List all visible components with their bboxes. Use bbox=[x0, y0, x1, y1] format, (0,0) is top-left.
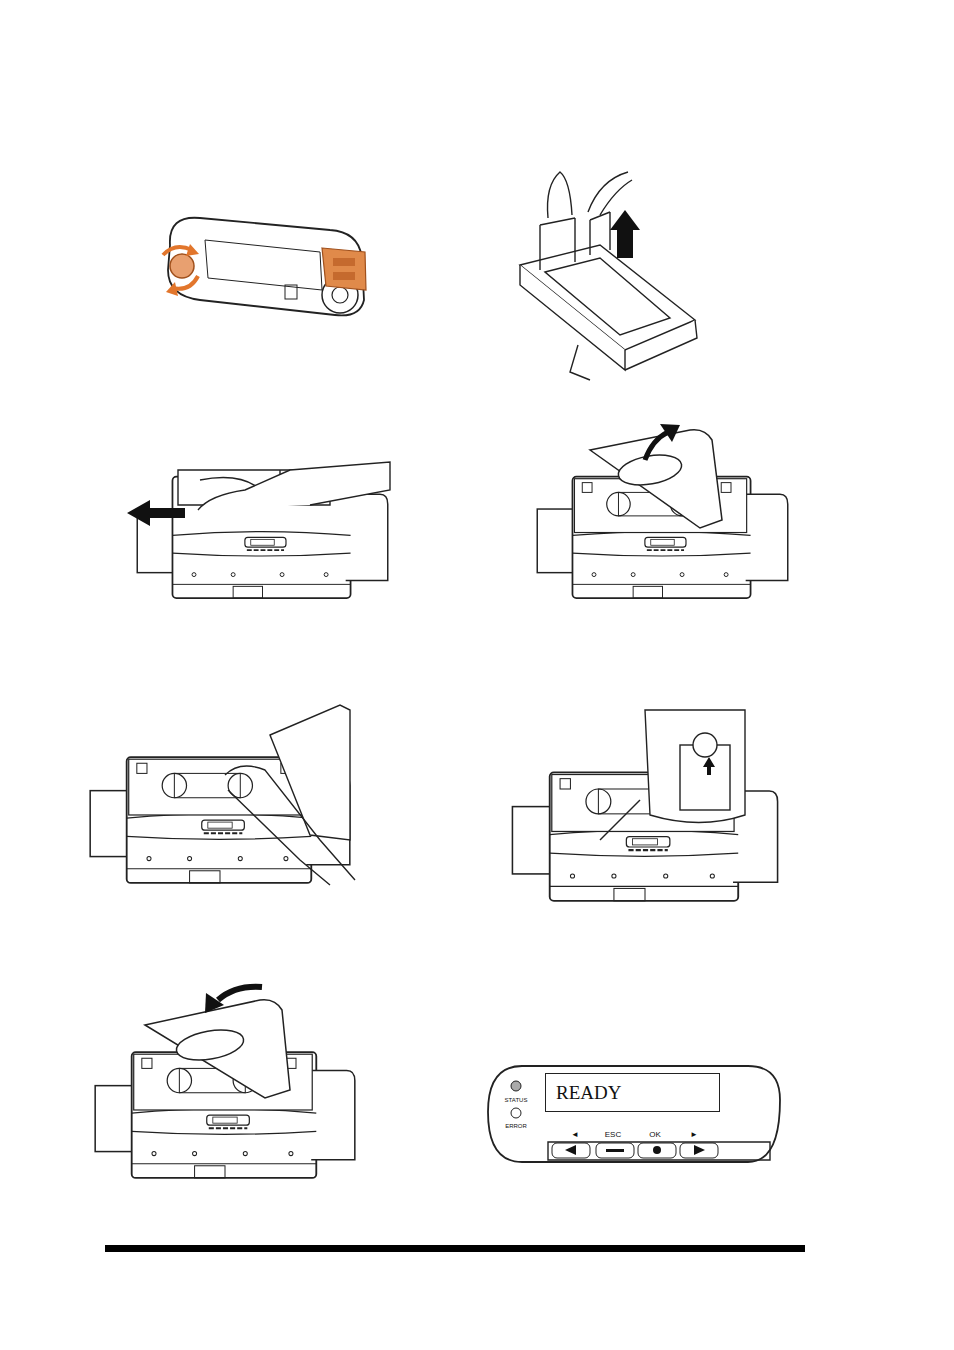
panel-label: OK bbox=[649, 1130, 661, 1139]
inset-detail bbox=[600, 710, 745, 840]
panel-label: ERROR bbox=[505, 1123, 527, 1129]
lcd-display: READY bbox=[545, 1073, 720, 1112]
raised-lid bbox=[270, 705, 350, 840]
close-arrow-head bbox=[205, 993, 224, 1013]
arm bbox=[225, 766, 355, 885]
push-arrow bbox=[127, 500, 185, 526]
open-arrow-head bbox=[660, 424, 680, 442]
inset-arrow bbox=[703, 757, 715, 775]
panel-label: ► bbox=[690, 1130, 698, 1139]
panel-label: STATUS bbox=[505, 1097, 528, 1103]
lift-arrow bbox=[610, 210, 640, 258]
ribbon-cartridge bbox=[163, 218, 366, 316]
panel-label: ◄ bbox=[571, 1130, 579, 1139]
close-arrow bbox=[218, 987, 262, 1000]
panel-label: ESC bbox=[605, 1130, 621, 1139]
printer-top bbox=[178, 462, 390, 510]
printer-bay bbox=[129, 759, 308, 815]
cartridge-lift bbox=[520, 172, 697, 380]
closing-lid bbox=[145, 1000, 290, 1098]
control-panel bbox=[488, 1066, 780, 1162]
display-text: READY bbox=[556, 1082, 621, 1104]
footer-rule bbox=[105, 1245, 805, 1252]
open-arrow bbox=[645, 432, 668, 460]
open-lid bbox=[590, 430, 722, 528]
